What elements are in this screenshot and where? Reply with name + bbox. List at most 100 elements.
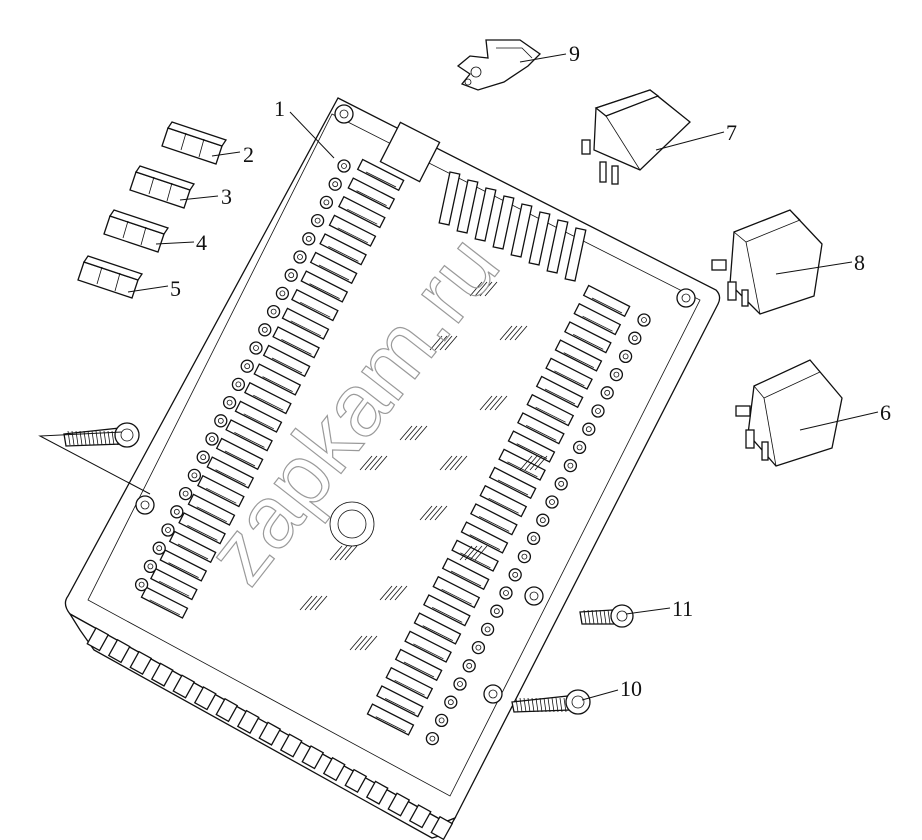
- terminal-post: [480, 622, 495, 637]
- fuse-relay-board: [64, 97, 721, 840]
- fuse-slot: [159, 549, 208, 582]
- fuse-clip-5: [77, 255, 144, 299]
- relay-8: [711, 209, 823, 315]
- relay-socket: [546, 219, 569, 274]
- terminal-post: [196, 450, 210, 464]
- fuse-slot: [563, 321, 612, 354]
- mounting-hole: [483, 684, 503, 704]
- callout-6: 6: [880, 400, 891, 425]
- fuse-slot: [404, 630, 452, 663]
- terminal-post: [572, 440, 587, 455]
- fuse-slot: [309, 251, 358, 285]
- connector-tooth: [150, 662, 174, 687]
- relay-6: [735, 359, 843, 467]
- fuse-slot: [385, 666, 434, 700]
- connector-tooth: [430, 815, 454, 840]
- fuse-slot: [394, 648, 443, 682]
- callout-7: 7: [726, 120, 737, 145]
- fuse-slot: [498, 448, 546, 481]
- connector-tooth: [387, 792, 411, 817]
- relay-socket: [510, 203, 533, 258]
- terminal-post: [582, 422, 596, 436]
- fuse-slot: [328, 214, 377, 247]
- terminal-post: [434, 713, 449, 728]
- relay-socket: [528, 211, 551, 266]
- terminal-post: [628, 331, 642, 345]
- terminal-post: [526, 531, 541, 546]
- fuse-slot: [262, 344, 311, 378]
- terminal-post: [152, 541, 166, 555]
- terminal-post: [187, 468, 202, 483]
- terminal-post: [591, 404, 605, 418]
- terminal-post: [471, 640, 486, 655]
- fuse-slot: [347, 177, 396, 210]
- terminal-post: [554, 477, 568, 491]
- terminal-post: [453, 677, 467, 691]
- connector-tooth: [129, 650, 153, 676]
- terminal-post: [536, 513, 550, 527]
- fuse-slot: [366, 703, 415, 736]
- callout-9: 9: [569, 41, 580, 66]
- fuse-slot: [168, 530, 217, 564]
- fuse-slot: [413, 612, 462, 645]
- terminal-post: [161, 523, 175, 537]
- relay-7: [581, 89, 691, 185]
- relay-socket: [492, 195, 515, 250]
- connector-tooth: [193, 686, 217, 711]
- terminal-post: [545, 495, 559, 509]
- relay-socket: [474, 187, 497, 242]
- cable-clip-9: [456, 39, 542, 91]
- terminal-post: [609, 367, 624, 382]
- fuse-clip-2: [161, 121, 228, 165]
- terminal-post: [563, 458, 578, 473]
- fuse-slot: [488, 466, 537, 500]
- fuse-slot: [460, 521, 509, 554]
- fuse-slot: [243, 381, 292, 415]
- terminal-post: [134, 577, 149, 592]
- terminal-post: [222, 395, 237, 410]
- fuse-slot: [149, 567, 198, 601]
- fuse-clip-3: [129, 165, 196, 209]
- fuse-slot: [196, 474, 245, 508]
- fuse-slot: [375, 685, 424, 718]
- fuse-slot: [469, 503, 518, 536]
- relay-socket: [438, 171, 461, 226]
- fuse-slot: [573, 302, 622, 336]
- mounting-hole: [135, 495, 155, 515]
- fuse-slot: [337, 195, 386, 229]
- fuse-slot: [526, 393, 575, 427]
- fuse-slot: [272, 326, 320, 359]
- fuse-slot: [441, 557, 490, 591]
- mounting-hole: [524, 586, 544, 606]
- terminal-post: [618, 349, 633, 364]
- fuse-slot: [516, 412, 565, 445]
- fuse-slot: [187, 493, 236, 526]
- terminal-post: [240, 359, 254, 373]
- terminal-post: [302, 232, 316, 246]
- callout-1: 1: [274, 96, 285, 121]
- terminal-post: [499, 586, 513, 600]
- terminal-post: [508, 568, 522, 582]
- terminal-post: [275, 286, 290, 301]
- callout-labels: 1 2 3 4 5 6 7 8 9 10 11: [170, 41, 891, 701]
- fuse-slot: [545, 357, 593, 390]
- fuse-slot: [140, 586, 189, 619]
- connector-tooth: [408, 804, 432, 829]
- terminal-post: [310, 213, 325, 228]
- fuse-slot: [422, 594, 471, 627]
- fuse-slot: [535, 375, 584, 409]
- terminal-post: [143, 559, 158, 574]
- terminal-post: [637, 313, 651, 327]
- leader-lines: [38, 53, 879, 701]
- fuse-slot: [319, 233, 367, 266]
- connector-tooth: [236, 709, 260, 735]
- terminal-post: [490, 604, 504, 618]
- fuse-slot: [178, 512, 226, 545]
- relay-socket: [564, 227, 587, 282]
- callout-2: 2: [243, 142, 254, 167]
- terminal-post: [284, 268, 298, 282]
- connector-tooth: [365, 780, 389, 805]
- terminal-post: [328, 177, 342, 191]
- connector-tooth: [172, 674, 196, 699]
- terminal-post: [178, 486, 193, 501]
